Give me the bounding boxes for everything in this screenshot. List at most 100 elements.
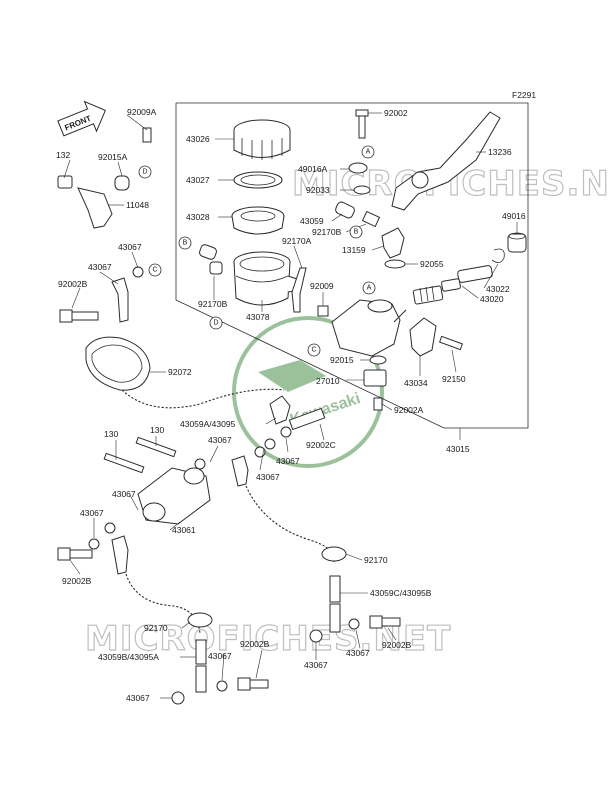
hose-clamp [361, 210, 381, 228]
callout-b-right: B [349, 225, 363, 239]
label-43059A-43095: 43059A/43095 [180, 419, 236, 429]
label-130-a: 130 [104, 429, 118, 439]
label-43061: 43061 [172, 525, 196, 535]
master-cylinder-body [331, 299, 407, 357]
label-92009: 92009 [310, 281, 334, 291]
joint-washer [194, 458, 206, 470]
dust-boot [507, 232, 527, 253]
right-caliper-washer [309, 629, 323, 643]
piston-assembly [412, 265, 493, 305]
reservoir [233, 251, 301, 306]
label-92002C: 92002C [306, 440, 336, 450]
switch-screw [373, 397, 383, 411]
label-43067-h: 43067 [208, 651, 232, 661]
circlip [491, 248, 505, 263]
label-43067-j: 43067 [346, 648, 370, 658]
label-43067-b: 43067 [88, 262, 112, 272]
label-11048: 11048 [126, 200, 149, 210]
label-13159: 13159 [342, 245, 366, 255]
pivot-screw [355, 109, 369, 139]
label-13236: 13236 [488, 147, 512, 157]
label-92170-b: 92170 [144, 623, 168, 633]
callout-d-mid: D [209, 316, 223, 330]
left-hose-clip [187, 612, 213, 693]
label-92002B-c: 92002B [240, 639, 270, 649]
label-43015: 43015 [446, 444, 470, 454]
label-43067-a: 43067 [118, 242, 142, 252]
reservoir-screw [317, 305, 329, 317]
svg-text:B: B [183, 240, 188, 247]
lower-left-washer [104, 522, 116, 534]
svg-text:B: B [354, 229, 359, 236]
svg-text:A: A [366, 149, 371, 156]
right-caliper-bolt [369, 615, 383, 629]
hose-guide-bracket [57, 127, 152, 229]
label-92072: 92072 [168, 367, 192, 377]
label-132: 132 [56, 150, 70, 160]
label-92002B-d: 92002B [382, 640, 412, 650]
upper-banjo-fitting [111, 277, 129, 323]
label-43026: 43026 [186, 134, 210, 144]
lower-left-bolt [57, 547, 71, 561]
label-43020: 43020 [480, 294, 504, 304]
handlebar-clamp [409, 317, 437, 357]
diaphragm [231, 206, 285, 235]
svg-text:D: D [142, 169, 147, 176]
svg-text:C: C [152, 267, 157, 274]
hose-cap [335, 201, 355, 219]
pivot-nut [348, 162, 368, 174]
label-92170B-b: 92170B [312, 227, 342, 237]
label-43027: 43027 [186, 175, 210, 185]
hose-joint [381, 227, 405, 259]
callout-d-left: D [138, 165, 152, 179]
callout-c-left: C [148, 263, 162, 277]
label-92009A: 92009A [127, 107, 157, 117]
clamp-bolt [438, 335, 464, 351]
label-43067-e: 43067 [208, 435, 232, 445]
main-hose-fitting [269, 395, 291, 425]
label-43059: 43059 [300, 216, 324, 226]
callout-b-left: B [178, 236, 192, 250]
main-hose-washer-2 [264, 438, 276, 450]
right-hose-clip [321, 546, 347, 633]
label-92015: 92015 [330, 355, 354, 365]
label-130-b: 130 [150, 425, 164, 435]
label-43067-c: 43067 [276, 456, 300, 466]
label-43059B-43095A: 43059B/43095A [98, 652, 159, 662]
callout-c-mid: C [307, 343, 321, 357]
label-92170A: 92170A [282, 236, 312, 246]
label-27010: 27010 [316, 376, 340, 386]
label-92150: 92150 [442, 374, 466, 384]
svg-text:C: C [311, 347, 316, 354]
callout-a-mid: A [362, 281, 376, 295]
label-92015A: 92015A [98, 152, 128, 162]
assembly-frame [175, 102, 529, 429]
left-caliper-bolt [237, 677, 251, 691]
hose-clamp-band [85, 336, 151, 391]
reservoir-hose-fitting [199, 244, 223, 275]
label-43059C-43095B: 43059C/43095B [370, 588, 432, 598]
right-caliper-hose [245, 485, 335, 563]
joint-washer-2 [254, 446, 266, 458]
label-43067-k: 43067 [126, 693, 150, 703]
label-43067-g: 43067 [80, 508, 104, 518]
label-92170B-a: 92170B [198, 299, 228, 309]
left-caliper-washer [171, 691, 185, 705]
front-arrow-icon: FRONT [57, 100, 107, 137]
label-43034: 43034 [404, 378, 428, 388]
upper-banjo-bolt [59, 309, 99, 323]
brake-light-switch [363, 369, 387, 387]
label-92002B-a: 92002B [58, 279, 88, 289]
reservoir-bracket [291, 267, 307, 313]
label-49016A: 49016A [298, 164, 328, 174]
washer [353, 185, 371, 195]
brake-hose-joint [103, 436, 211, 525]
label-92002: 92002 [384, 108, 408, 118]
figure-code: F2291 [512, 90, 536, 100]
joint-banjo-fitting [231, 455, 249, 487]
main-hose-bolt [288, 407, 326, 431]
label-43022: 43022 [486, 284, 510, 294]
label-43078: 43078 [246, 312, 270, 322]
leader-lines [63, 112, 518, 699]
